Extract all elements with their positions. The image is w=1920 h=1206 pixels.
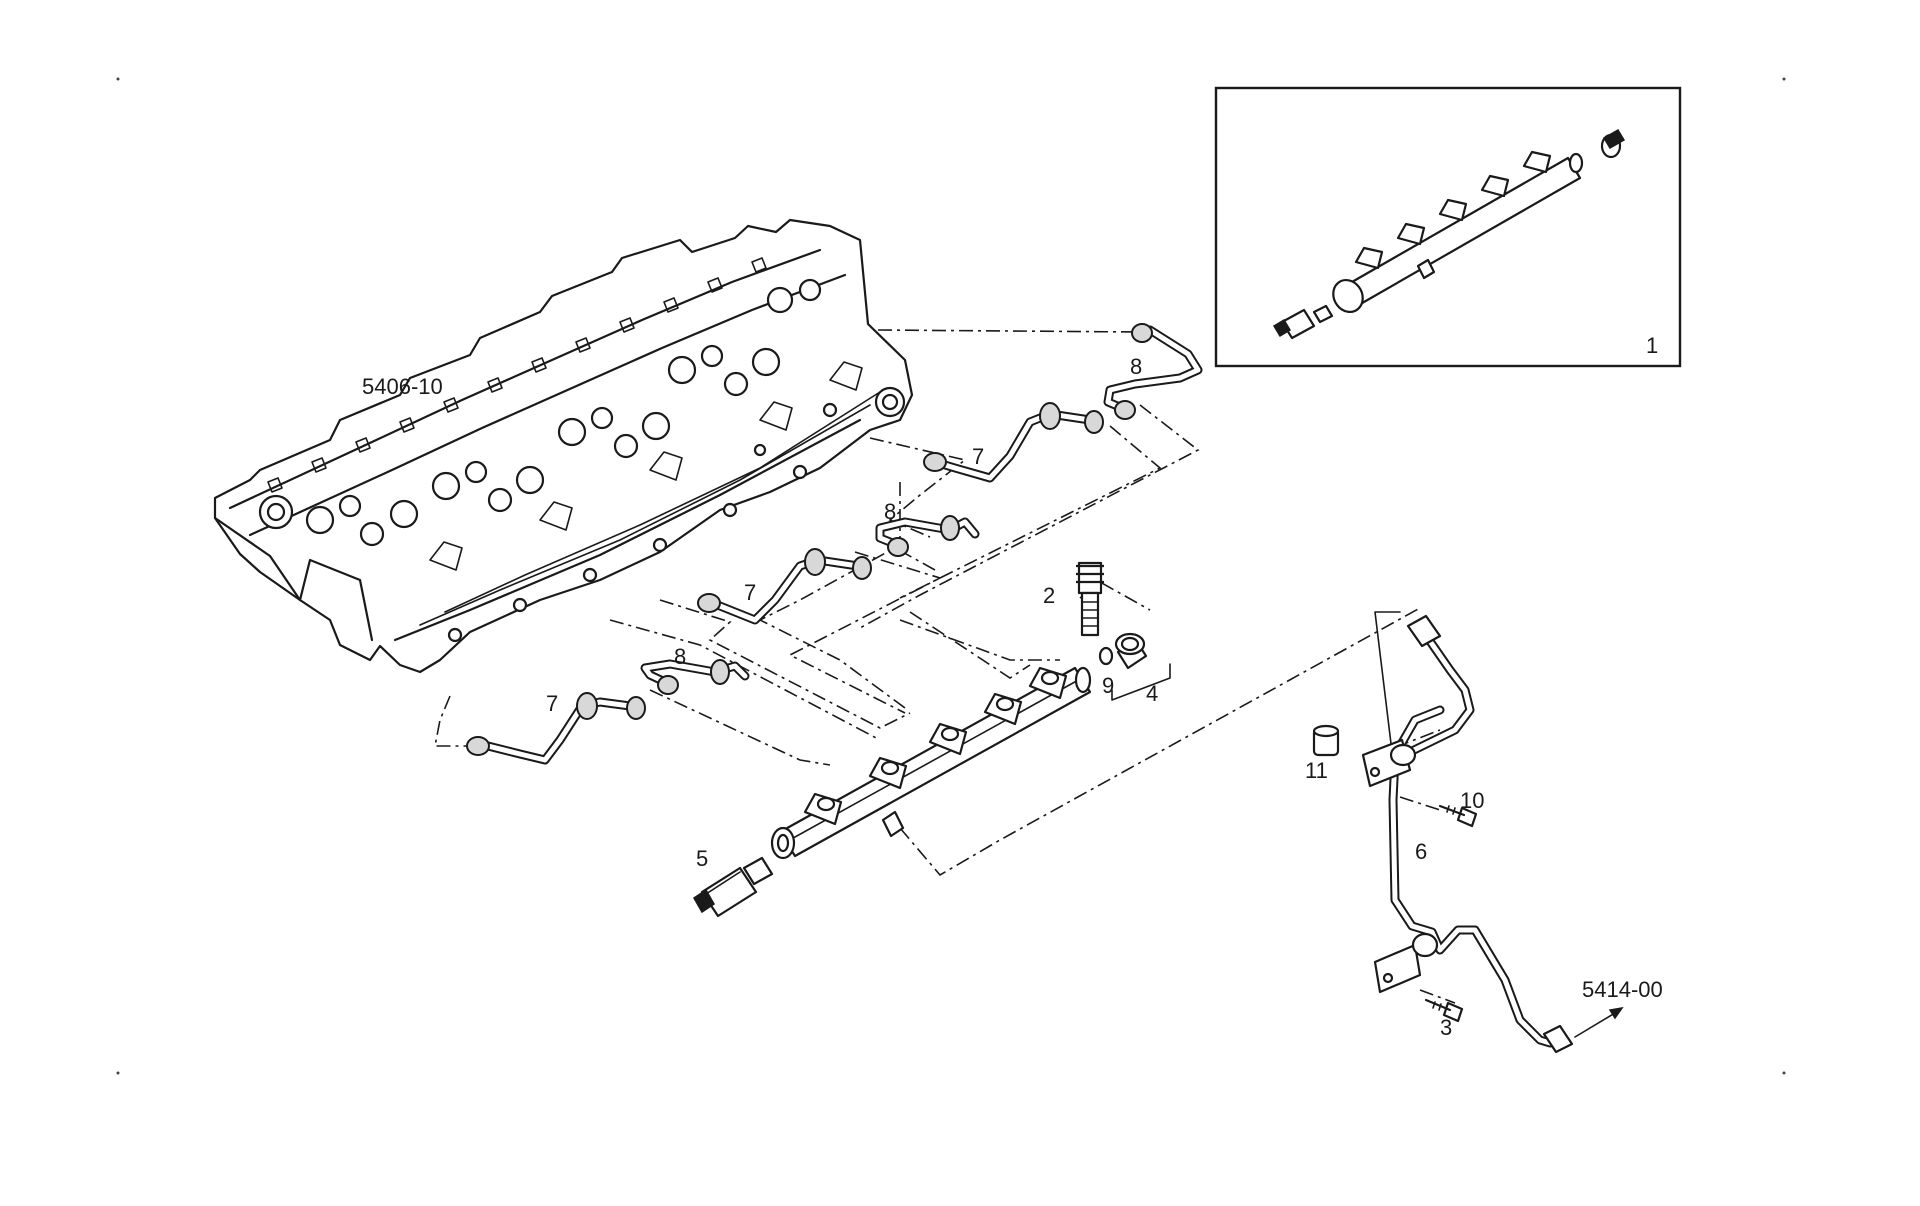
- callout-4: 4: [1146, 681, 1158, 706]
- callout-7-middle: 7: [744, 580, 756, 605]
- injector-pipes-item8: [640, 323, 1203, 695]
- callout-2: 2: [1043, 583, 1055, 608]
- head-bolt-holes: [447, 402, 838, 643]
- inset-box-complete-rail: [1214, 86, 1682, 368]
- head-valve-ports: [258, 278, 906, 547]
- screw-item3: [1424, 998, 1464, 1023]
- cylinder-head-drawing: [213, 218, 914, 674]
- injector-pipes-item7: [466, 402, 1104, 765]
- callout-9: 9: [1102, 673, 1114, 698]
- fuel-rail-drawing: [770, 666, 1092, 860]
- reference-arrow: [1574, 1006, 1624, 1038]
- pressure-sensor-item5: [693, 856, 774, 918]
- callout-6: 6: [1415, 839, 1427, 864]
- callout-3: 3: [1440, 1015, 1452, 1040]
- callout-7-lower: 7: [546, 691, 558, 716]
- reference-label-delivery-pipe: 5414-00: [1582, 977, 1663, 1002]
- callout-7-upper: 7: [972, 444, 984, 469]
- callout-8-middle: 8: [884, 499, 896, 524]
- reference-label-cylinder-head: 5406-10: [362, 374, 443, 399]
- callout-5: 5: [696, 846, 708, 871]
- screw-item10: [1438, 804, 1478, 828]
- inset-rail-drawing: [1272, 128, 1626, 340]
- head-injector-bosses: [429, 361, 863, 571]
- pressure-limiter-item4: [1098, 632, 1171, 701]
- callout-10: 10: [1460, 788, 1484, 813]
- union-fitting-item2: [1076, 561, 1104, 637]
- callout-8-lower: 8: [674, 644, 686, 669]
- delivery-pipe-item6: [1361, 614, 1574, 1054]
- callout-labels: 5406-10 5414-00 1 2 3 4 5 6 7 7 7 8 8 8 …: [362, 333, 1663, 1040]
- registration-marks: [116, 77, 1786, 1075]
- head-top-ribs: [267, 257, 767, 493]
- callout-11: 11: [1305, 758, 1328, 783]
- callout-1: 1: [1646, 333, 1658, 358]
- callout-8-upper: 8: [1130, 354, 1142, 379]
- spacer-item11: [1312, 724, 1340, 757]
